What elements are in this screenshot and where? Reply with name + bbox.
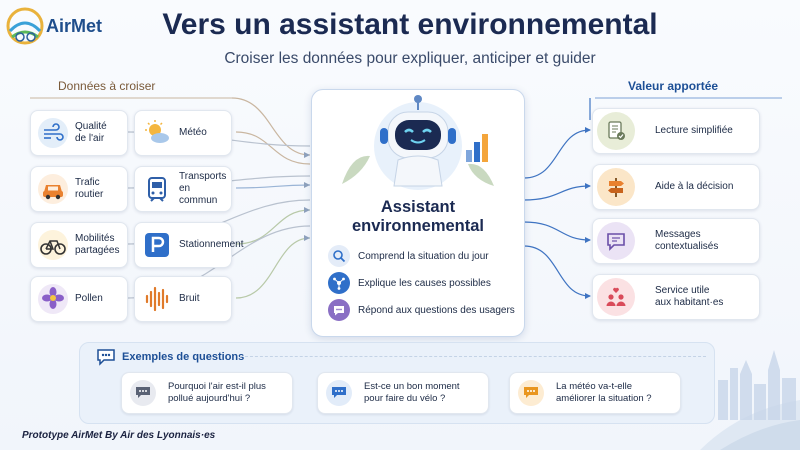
questions-panel: Exemples de questions Pourquoi l'air est… bbox=[79, 342, 715, 424]
sound-wave-icon bbox=[139, 281, 175, 317]
output-card-simplified-reading: Lecture simplifiée bbox=[592, 108, 760, 154]
bicycle-icon bbox=[35, 227, 71, 263]
output-card-useful-service: Service utile aux habitant·es bbox=[592, 274, 760, 320]
question-card[interactable]: Pourquoi l'air est-il plus pollué aujour… bbox=[121, 372, 293, 414]
input-card-label: Météo bbox=[179, 127, 207, 138]
input-card-label: Transports en commun bbox=[179, 171, 227, 206]
wind-icon bbox=[35, 115, 71, 151]
feature-explain: Explique les causes possibles bbox=[328, 272, 522, 294]
flower-icon bbox=[35, 281, 71, 317]
feature-label: Explique les causes possibles bbox=[358, 277, 491, 289]
feature-label: Comprend la situation du jour bbox=[358, 250, 489, 262]
network-icon bbox=[328, 272, 350, 294]
question-text: Pourquoi l'air est-il plus pollué aujour… bbox=[168, 381, 266, 404]
input-card-label: Trafic routier bbox=[75, 177, 104, 200]
output-card-label: Lecture simplifiée bbox=[655, 125, 733, 136]
magnifier-icon bbox=[328, 245, 350, 267]
feature-label: Répond aux questions des usagers bbox=[358, 304, 515, 316]
assistant-panel: Assistant environnemental Comprend la si… bbox=[311, 89, 525, 337]
airmet-logo: AirMet bbox=[6, 6, 106, 46]
inputs-section-label: Données à croiser bbox=[58, 79, 156, 93]
outputs-section-label: Valeur apportée bbox=[628, 79, 719, 93]
output-card-contextual-messages: Messages contextualisés bbox=[592, 218, 760, 264]
speech-bubble-icon bbox=[97, 349, 115, 366]
city-skyline-icon bbox=[718, 350, 796, 420]
feature-answer: Répond aux questions des usagers bbox=[328, 299, 522, 321]
input-card-pollen: Pollen bbox=[30, 276, 128, 322]
input-card-label: Pollen bbox=[75, 293, 103, 304]
input-card-shared-mobility: Mobilités partagées bbox=[30, 222, 128, 268]
tram-icon bbox=[139, 171, 175, 207]
input-card-parking: Stationnement bbox=[134, 222, 244, 268]
input-card-label: Bruit bbox=[179, 293, 200, 304]
input-card-transit: Transports en commun bbox=[134, 166, 232, 212]
logo-text: AirMet bbox=[46, 15, 103, 36]
footer-credit: Prototype AirMet By Air des Lyonnais·es bbox=[22, 430, 216, 441]
chat-icon bbox=[328, 299, 350, 321]
robot-icon bbox=[342, 95, 494, 190]
people-heart-icon bbox=[597, 278, 635, 316]
output-card-label: Messages contextualisés bbox=[655, 229, 719, 252]
questions-divider bbox=[240, 356, 706, 357]
page-subtitle: Croiser les données pour expliquer, anti… bbox=[224, 50, 596, 67]
ellipsis-bubble-icon bbox=[518, 380, 544, 406]
message-icon bbox=[597, 222, 635, 260]
questions-header: Exemples de questions bbox=[96, 348, 244, 366]
document-check-icon bbox=[597, 112, 635, 150]
output-card-decision-aid: Aide à la décision bbox=[592, 164, 760, 210]
page-title: Vers un assistant environnemental bbox=[162, 8, 658, 41]
input-card-noise: Bruit bbox=[134, 276, 232, 322]
ellipsis-bubble-icon bbox=[326, 380, 352, 406]
output-card-label: Aide à la décision bbox=[655, 181, 734, 192]
question-text: La météo va-t-elle améliorer la situatio… bbox=[556, 381, 652, 404]
assistant-title: Assistant environnemental bbox=[351, 198, 485, 235]
car-icon bbox=[35, 171, 71, 207]
input-card-label: Qualité de l'air bbox=[75, 121, 107, 144]
feature-understand: Comprend la situation du jour bbox=[328, 245, 522, 267]
question-text: Est-ce un bon moment pour faire du vélo … bbox=[364, 381, 460, 404]
signpost-icon bbox=[597, 168, 635, 206]
sun-cloud-icon bbox=[139, 115, 175, 151]
input-card-air-quality: Qualité de l'air bbox=[30, 110, 128, 156]
ellipsis-bubble-icon bbox=[130, 380, 156, 406]
parking-icon bbox=[139, 227, 175, 263]
input-card-traffic: Trafic routier bbox=[30, 166, 128, 212]
questions-title: Exemples de questions bbox=[122, 351, 245, 363]
question-card[interactable]: Est-ce un bon moment pour faire du vélo … bbox=[317, 372, 489, 414]
input-card-weather: Météo bbox=[134, 110, 232, 156]
output-card-label: Service utile aux habitant·es bbox=[655, 285, 724, 308]
question-card[interactable]: La météo va-t-elle améliorer la situatio… bbox=[509, 372, 681, 414]
logo-emblem-icon bbox=[6, 7, 44, 45]
input-card-label: Stationnement bbox=[179, 239, 244, 250]
input-card-label: Mobilités partagées bbox=[75, 233, 120, 256]
